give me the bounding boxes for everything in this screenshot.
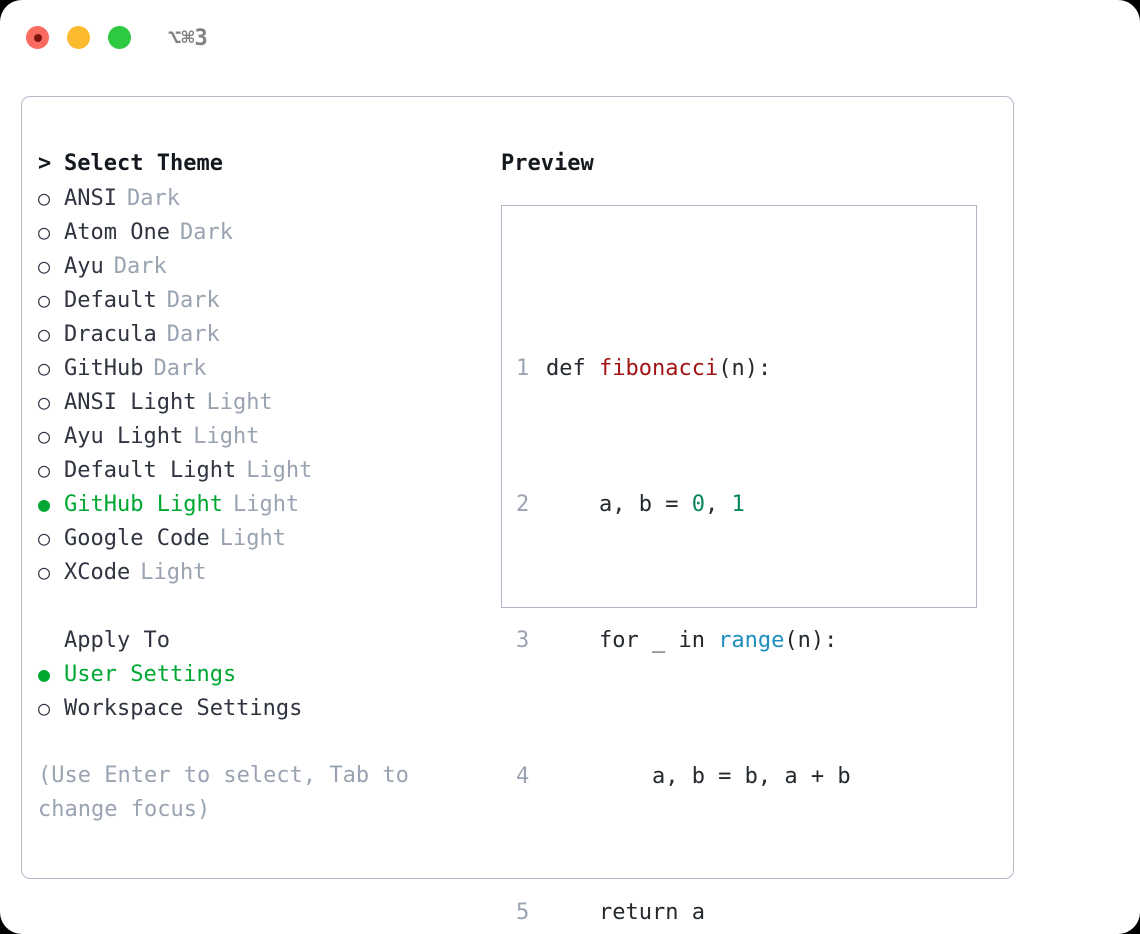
token: for _ in bbox=[546, 628, 719, 653]
theme-picker-column: > Select Theme ○ ANSI Dark ○ Atom One Da… bbox=[38, 147, 488, 827]
token: fibonacci bbox=[598, 356, 719, 381]
traffic-lights bbox=[26, 26, 131, 49]
theme-option-xcode[interactable]: ○ XCode Light bbox=[38, 555, 488, 589]
theme-name: Default bbox=[64, 288, 157, 313]
radio-icon[interactable]: ○ bbox=[38, 424, 51, 448]
keyboard-shortcut-label: ⌥⌘3 bbox=[168, 26, 208, 51]
theme-variant-tag: Dark bbox=[166, 322, 220, 347]
apply-to-option-name: Workspace Settings bbox=[64, 696, 303, 721]
theme-variant-tag: Dark bbox=[179, 220, 233, 245]
theme-option-default-light[interactable]: ○ Default Light Light bbox=[38, 453, 488, 487]
apply-to-option-workspace-settings[interactable]: ○ Workspace Settings bbox=[38, 691, 488, 725]
radio-icon[interactable]: ○ bbox=[38, 220, 51, 244]
radio-icon[interactable]: ○ bbox=[38, 356, 51, 380]
code-text: a, b = 0, 1 bbox=[546, 488, 745, 522]
code-text: for _ in range(n): bbox=[546, 624, 837, 658]
line-number: 2 bbox=[516, 492, 530, 517]
token: (n): bbox=[784, 628, 838, 653]
radio-icon[interactable]: ○ bbox=[38, 254, 51, 278]
theme-option-ayu-light[interactable]: ○ Ayu Light Light bbox=[38, 419, 488, 453]
title-bar: ⌥⌘3 bbox=[0, 0, 1140, 78]
radio-icon[interactable]: ○ bbox=[38, 458, 51, 482]
theme-option-default[interactable]: ○ Default Dark bbox=[38, 283, 488, 317]
code-line: 5 return a bbox=[516, 896, 877, 930]
line-number: 5 bbox=[516, 900, 530, 925]
select-theme-label: Select Theme bbox=[64, 151, 223, 176]
theme-option-ansi[interactable]: ○ ANSI Dark bbox=[38, 181, 488, 215]
theme-name: Dracula bbox=[64, 322, 157, 347]
theme-variant-tag: Dark bbox=[153, 356, 207, 381]
code-text: a, b = b, a + b bbox=[546, 764, 851, 789]
token: (n): bbox=[718, 356, 772, 381]
theme-name: Atom One bbox=[64, 220, 170, 245]
theme-name: GitHub Light bbox=[64, 492, 223, 517]
code-line: 1 def fibonacci(n): bbox=[516, 352, 877, 386]
caret-icon: > bbox=[38, 151, 52, 176]
select-theme-header: > Select Theme bbox=[38, 147, 488, 181]
zoom-window-button[interactable] bbox=[108, 26, 131, 49]
main-panel: > Select Theme ○ ANSI Dark ○ Atom One Da… bbox=[21, 96, 1014, 925]
radio-selected-icon[interactable]: ● bbox=[38, 492, 51, 516]
theme-name: XCode bbox=[64, 560, 131, 585]
code-line: 2 a, b = 0, 1 bbox=[516, 488, 877, 522]
line-number: 4 bbox=[516, 764, 530, 789]
theme-option-dracula[interactable]: ○ Dracula Dark bbox=[38, 317, 488, 351]
theme-option-google-code[interactable]: ○ Google Code Light bbox=[38, 521, 488, 555]
preview-code: 1 def fibonacci(n): 2 a, b = 0, 1 3 for … bbox=[516, 250, 877, 934]
radio-icon[interactable]: ○ bbox=[38, 390, 51, 414]
theme-variant-tag: Light bbox=[206, 390, 273, 415]
radio-icon[interactable]: ○ bbox=[38, 288, 51, 312]
minimize-window-button[interactable] bbox=[67, 26, 90, 49]
theme-option-ayu[interactable]: ○ Ayu Dark bbox=[38, 249, 488, 283]
apply-to-marker-slot bbox=[38, 623, 64, 657]
token: , bbox=[704, 492, 732, 517]
preview-box: 1 def fibonacci(n): 2 a, b = 0, 1 3 for … bbox=[501, 205, 977, 925]
theme-option-ansi-light[interactable]: ○ ANSI Light Light bbox=[38, 385, 488, 419]
theme-variant-tag: Dark bbox=[126, 186, 180, 211]
theme-name: Google Code bbox=[64, 526, 210, 551]
theme-name: ANSI Light bbox=[64, 390, 197, 415]
preview-column: Preview 1 def fibonacci(n): 2 a, b = 0, … bbox=[501, 147, 991, 925]
code-text: return a bbox=[546, 900, 705, 925]
radio-icon[interactable]: ○ bbox=[38, 186, 51, 210]
code-line: 3 for _ in range(n): bbox=[516, 624, 877, 658]
preview-title: Preview bbox=[501, 151, 594, 176]
theme-variant-tag: Light bbox=[246, 458, 313, 483]
theme-variant-tag: Dark bbox=[113, 254, 167, 279]
apply-to-option-name: User Settings bbox=[64, 662, 237, 687]
theme-variant-tag: Light bbox=[193, 424, 260, 449]
apply-to-header: Apply To bbox=[38, 623, 488, 657]
radio-icon[interactable]: ○ bbox=[38, 526, 51, 550]
theme-name: Default Light bbox=[64, 458, 237, 483]
keyboard-hint-text: (Use Enter to select, Tab to change focu… bbox=[38, 763, 409, 822]
theme-option-github[interactable]: ○ GitHub Dark bbox=[38, 351, 488, 385]
apply-to-option-user-settings[interactable]: ● User Settings bbox=[38, 657, 488, 691]
theme-name: Ayu bbox=[64, 254, 104, 279]
theme-variant-tag: Dark bbox=[166, 288, 220, 313]
code-line: 4 a, b = b, a + b bbox=[516, 760, 877, 794]
token: def bbox=[546, 356, 599, 381]
apply-to-label: Apply To bbox=[64, 628, 170, 653]
token: a, b = bbox=[546, 492, 692, 517]
token: 1 bbox=[731, 492, 745, 517]
close-window-button[interactable] bbox=[26, 26, 49, 49]
theme-variant-tag: Light bbox=[219, 526, 286, 551]
radio-icon[interactable]: ○ bbox=[38, 322, 51, 346]
theme-option-atom-one[interactable]: ○ Atom One Dark bbox=[38, 215, 488, 249]
theme-variant-tag: Light bbox=[140, 560, 207, 585]
line-number: 1 bbox=[516, 356, 530, 381]
theme-name: ANSI bbox=[64, 186, 117, 211]
code-text: def fibonacci(n): bbox=[546, 352, 771, 386]
line-number: 3 bbox=[516, 628, 530, 653]
radio-selected-icon[interactable]: ● bbox=[38, 662, 51, 686]
theme-option-github-light[interactable]: ● GitHub Light Light bbox=[38, 487, 488, 521]
radio-icon[interactable]: ○ bbox=[38, 696, 51, 720]
theme-name: GitHub bbox=[64, 356, 144, 381]
token: range bbox=[718, 628, 785, 653]
radio-icon[interactable]: ○ bbox=[38, 560, 51, 584]
theme-variant-tag: Light bbox=[232, 492, 300, 517]
token: 0 bbox=[691, 492, 705, 517]
theme-name: Ayu Light bbox=[64, 424, 184, 449]
